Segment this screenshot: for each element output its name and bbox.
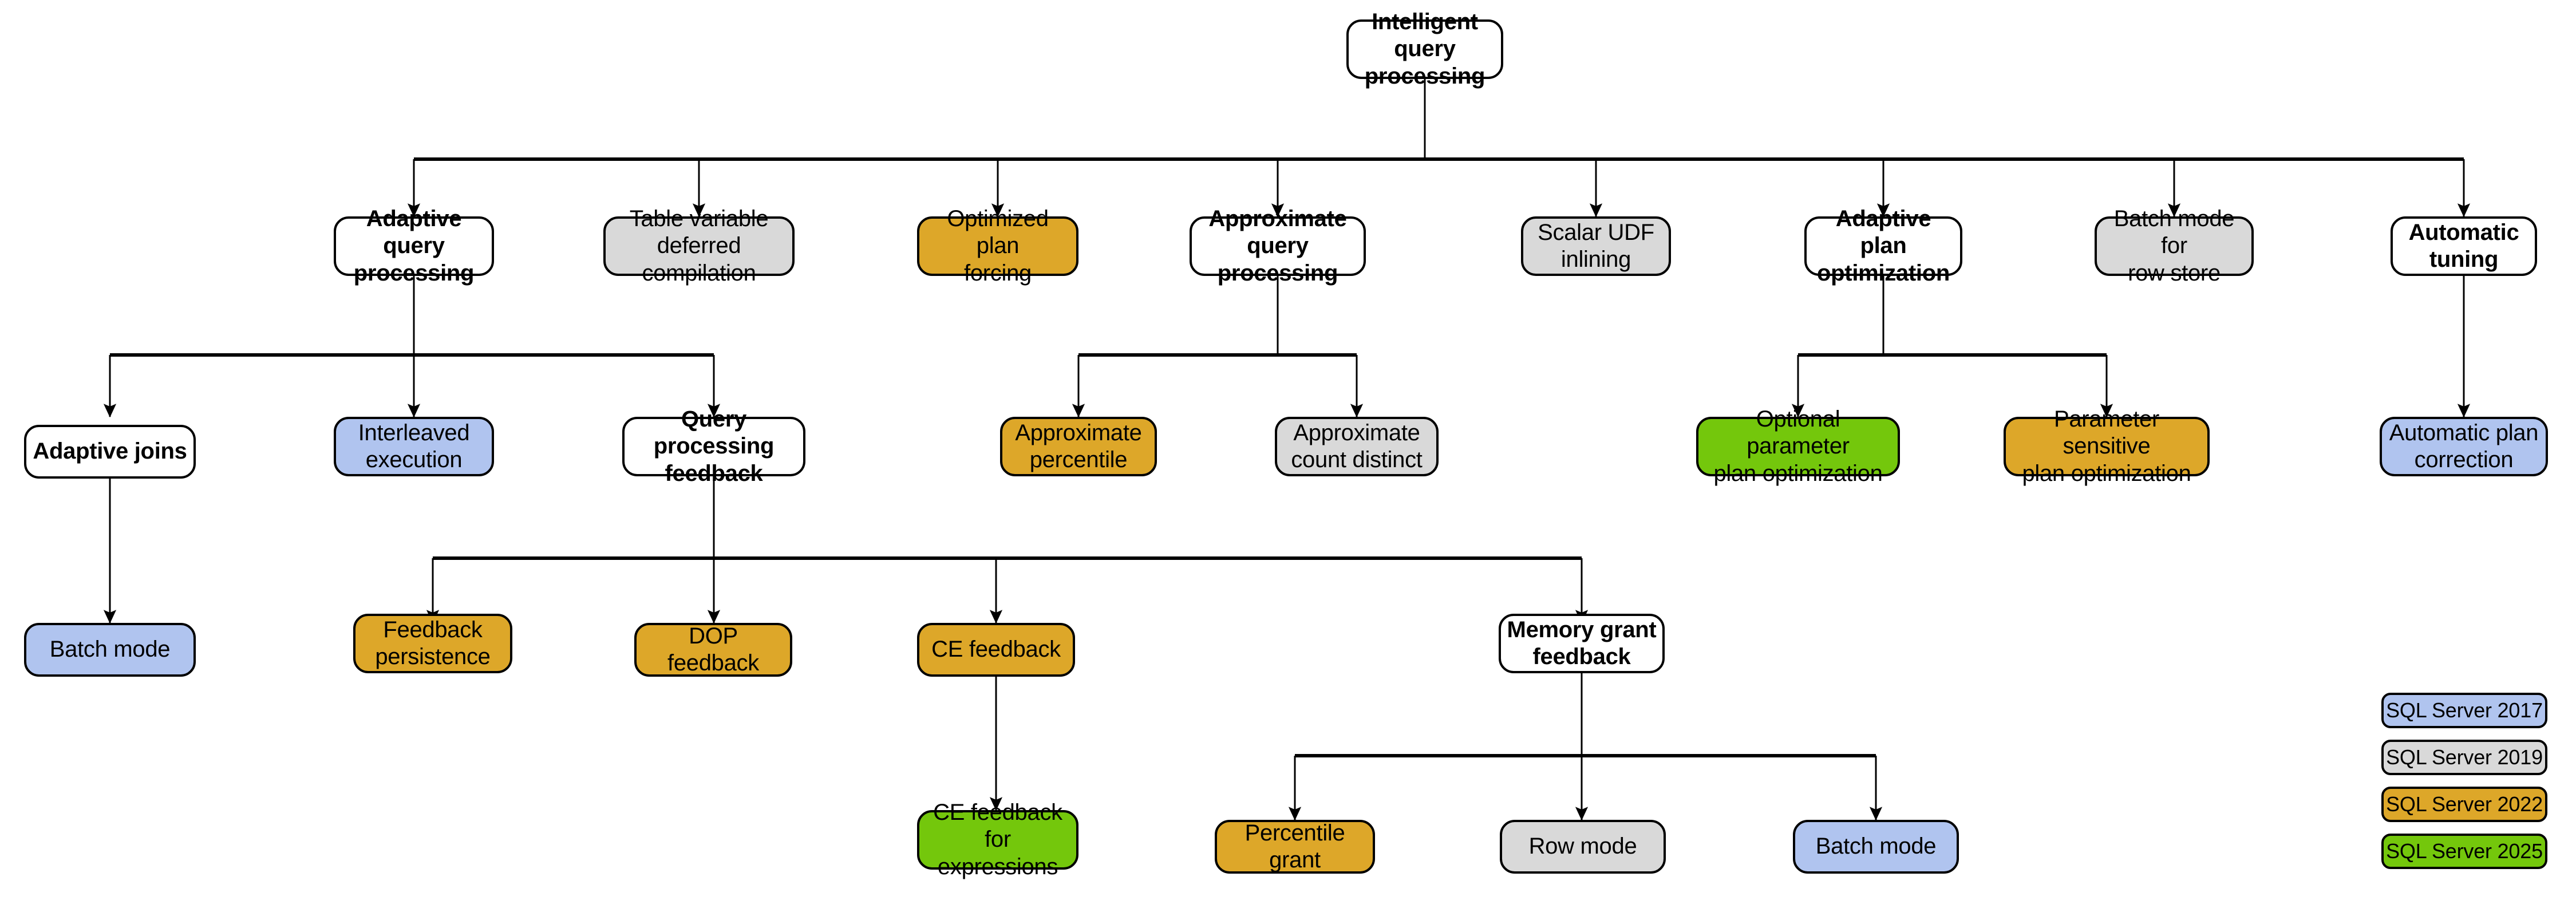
node-dopfeedback[interactable]: DOP feedback (634, 623, 792, 677)
node-feedbackpersist[interactable]: Feedback persistence (353, 614, 512, 673)
node-batchmode2[interactable]: Batch mode (1793, 820, 1959, 874)
node-apo[interactable]: Adaptive plan optimization (1804, 206, 1962, 286)
legend-item-sql-server-2019: SQL Server 2019 (2381, 740, 2547, 775)
node-opf[interactable]: Optimized plan forcing (917, 206, 1078, 286)
node-adaptivejoins[interactable]: Adaptive joins (24, 425, 196, 479)
node-approx[interactable]: Approximate query processing (1190, 206, 1366, 286)
node-aqp[interactable]: Adaptive query processing (334, 206, 494, 286)
legend-item-sql-server-2017: SQL Server 2017 (2381, 693, 2547, 728)
node-qpf[interactable]: Query processing feedback (622, 406, 805, 486)
node-autotuning[interactable]: Automatic tuning (2391, 216, 2537, 276)
node-oppo[interactable]: Optional parameter plan optimization (1696, 406, 1900, 486)
legend-item-sql-server-2022: SQL Server 2022 (2381, 787, 2547, 822)
legend-item-sql-server-2025: SQL Server 2025 (2381, 834, 2547, 869)
node-pspo[interactable]: Parameter sensitive plan optimization (2004, 406, 2210, 486)
node-apc[interactable]: Automatic plan correction (2380, 417, 2548, 476)
node-approxpct[interactable]: Approximate percentile (1000, 417, 1157, 476)
node-interleaved[interactable]: Interleaved execution (334, 417, 494, 476)
node-scalarudf[interactable]: Scalar UDF inlining (1521, 216, 1671, 276)
node-rowmode[interactable]: Row mode (1500, 820, 1666, 874)
node-mgf[interactable]: Memory grant feedback (1499, 614, 1665, 673)
node-approxcount[interactable]: Approximate count distinct (1275, 417, 1439, 476)
node-tvdc[interactable]: Table variable deferred compilation (603, 206, 795, 286)
node-cefeedback[interactable]: CE feedback (917, 623, 1075, 677)
node-root[interactable]: Intelligent query processing (1346, 9, 1503, 89)
node-percentilegrant[interactable]: Percentile grant (1215, 820, 1375, 874)
node-bmrs[interactable]: Batch mode for row store (2095, 206, 2254, 286)
node-batchmode1[interactable]: Batch mode (24, 623, 196, 677)
node-cefeedbackexpr[interactable]: CE feedback for expressions (917, 800, 1078, 879)
